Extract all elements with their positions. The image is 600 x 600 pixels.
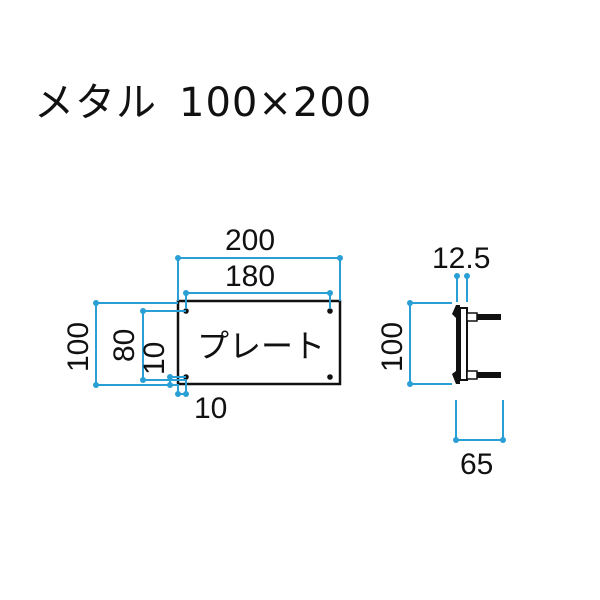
front-dimension-lines bbox=[93, 255, 343, 397]
drawing-title: メタル 100×200 bbox=[34, 70, 372, 128]
dim-plate-thickness: 12.5 bbox=[432, 242, 490, 275]
dim-overall-width: 200 bbox=[225, 224, 275, 257]
front-view: プレート bbox=[62, 224, 343, 425]
dim-hole-pitch-height: 80 bbox=[108, 329, 141, 362]
side-plate-top-cap bbox=[452, 305, 460, 318]
size-label: 100×200 bbox=[179, 80, 373, 126]
dim-hole-offset-vertical: 10 bbox=[138, 342, 171, 375]
side-plate bbox=[456, 305, 460, 383]
material-label: メタル bbox=[34, 80, 157, 126]
hole-bottom-right bbox=[327, 374, 333, 380]
dim-overall-height: 100 bbox=[62, 322, 95, 372]
side-plate-bottom-cap bbox=[452, 371, 460, 384]
dim-side-height: 100 bbox=[376, 322, 409, 372]
side-dimension-lines bbox=[407, 273, 506, 443]
standoff-bolts bbox=[466, 312, 501, 380]
plate-label: プレート bbox=[197, 327, 325, 365]
plate-outline bbox=[176, 299, 342, 386]
mounting-holes bbox=[183, 308, 333, 380]
side-view: 100 12.5 65 bbox=[376, 242, 506, 481]
dim-hole-pitch-width: 180 bbox=[225, 260, 275, 293]
dim-hole-offset-horizontal: 10 bbox=[194, 392, 227, 425]
hole-top-right bbox=[327, 308, 333, 314]
side-bracket bbox=[459, 307, 468, 381]
dim-standoff-depth: 65 bbox=[460, 448, 493, 481]
